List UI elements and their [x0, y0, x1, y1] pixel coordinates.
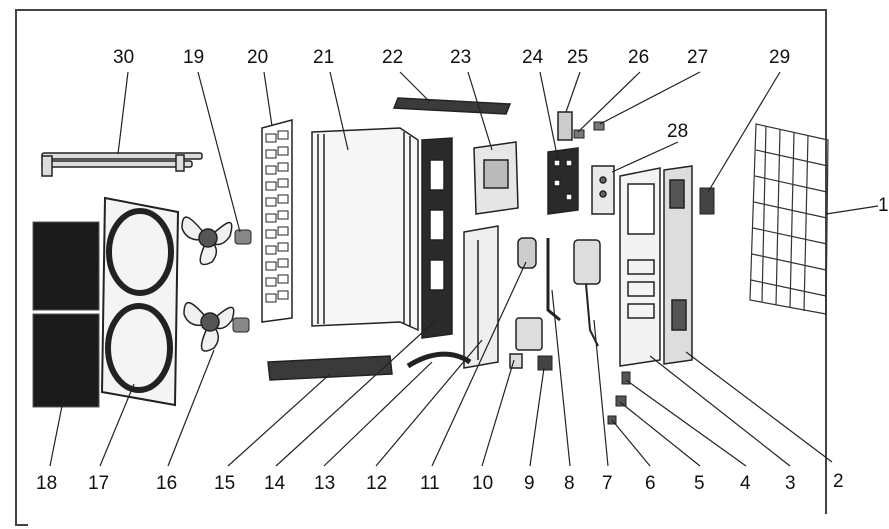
label-9: 9 — [524, 473, 535, 494]
part-30-pipe-assembly — [41, 152, 203, 177]
part-4-clip — [621, 371, 631, 385]
label-4: 4 — [740, 473, 751, 494]
part-15-base-plate — [267, 355, 393, 381]
part-7-reactor — [573, 239, 601, 347]
label-23: 23 — [450, 47, 472, 68]
label-16: 16 — [156, 473, 178, 494]
part-21-heat-exchanger — [311, 127, 419, 332]
label-25: 25 — [567, 47, 589, 68]
part-19-fan-motors — [232, 229, 252, 333]
label-10: 10 — [472, 473, 494, 494]
part-10-valve — [509, 317, 543, 369]
part-25-bracket — [557, 111, 573, 141]
part-18-filter-panels — [32, 221, 100, 408]
part-11-compressor — [517, 237, 537, 269]
part-13-pipe — [406, 351, 472, 369]
part-17-front-frame — [100, 196, 180, 407]
label-22: 22 — [382, 47, 404, 68]
label-12: 12 — [366, 473, 388, 494]
part-26-clip — [573, 129, 585, 139]
label-3: 3 — [785, 473, 796, 494]
label-8: 8 — [564, 473, 575, 494]
part-9-terminal — [537, 355, 553, 371]
part-1-wire-guard — [749, 123, 829, 315]
label-15: 15 — [214, 473, 236, 494]
label-28: 28 — [667, 121, 689, 142]
label-13: 13 — [314, 473, 336, 494]
label-2: 2 — [833, 471, 844, 492]
label-5: 5 — [694, 473, 705, 494]
label-30: 30 — [113, 47, 135, 68]
label-11: 11 — [420, 473, 440, 494]
part-12-bracket — [463, 225, 499, 369]
label-6: 6 — [645, 473, 656, 494]
part-14-partition — [421, 137, 453, 339]
part-2-right-panel — [663, 165, 693, 365]
label-18: 18 — [36, 473, 58, 494]
part-5-clip — [615, 395, 627, 407]
part-20-side-grille — [261, 119, 293, 323]
label-20: 20 — [247, 47, 269, 68]
part-22-top-cover — [392, 97, 512, 115]
label-7: 7 — [602, 473, 613, 494]
label-1: 1 — [878, 195, 889, 216]
label-26: 26 — [628, 47, 650, 68]
part-28-terminal-block — [591, 165, 615, 215]
label-19: 19 — [183, 47, 205, 68]
part-27-clip — [593, 121, 605, 131]
label-27: 27 — [687, 47, 709, 68]
part-29-handle — [699, 187, 715, 215]
part-16-fan-blades — [181, 216, 235, 352]
part-3-front-panel — [619, 167, 661, 367]
label-14: 14 — [264, 473, 286, 494]
part-24-pcb — [547, 147, 579, 215]
part-23-electric-box — [473, 141, 519, 215]
label-17: 17 — [88, 473, 110, 494]
part-8-capillary — [546, 238, 561, 322]
label-29: 29 — [769, 47, 791, 68]
label-21: 21 — [313, 47, 335, 68]
leader-lines — [49, 71, 879, 467]
label-24: 24 — [522, 47, 544, 68]
